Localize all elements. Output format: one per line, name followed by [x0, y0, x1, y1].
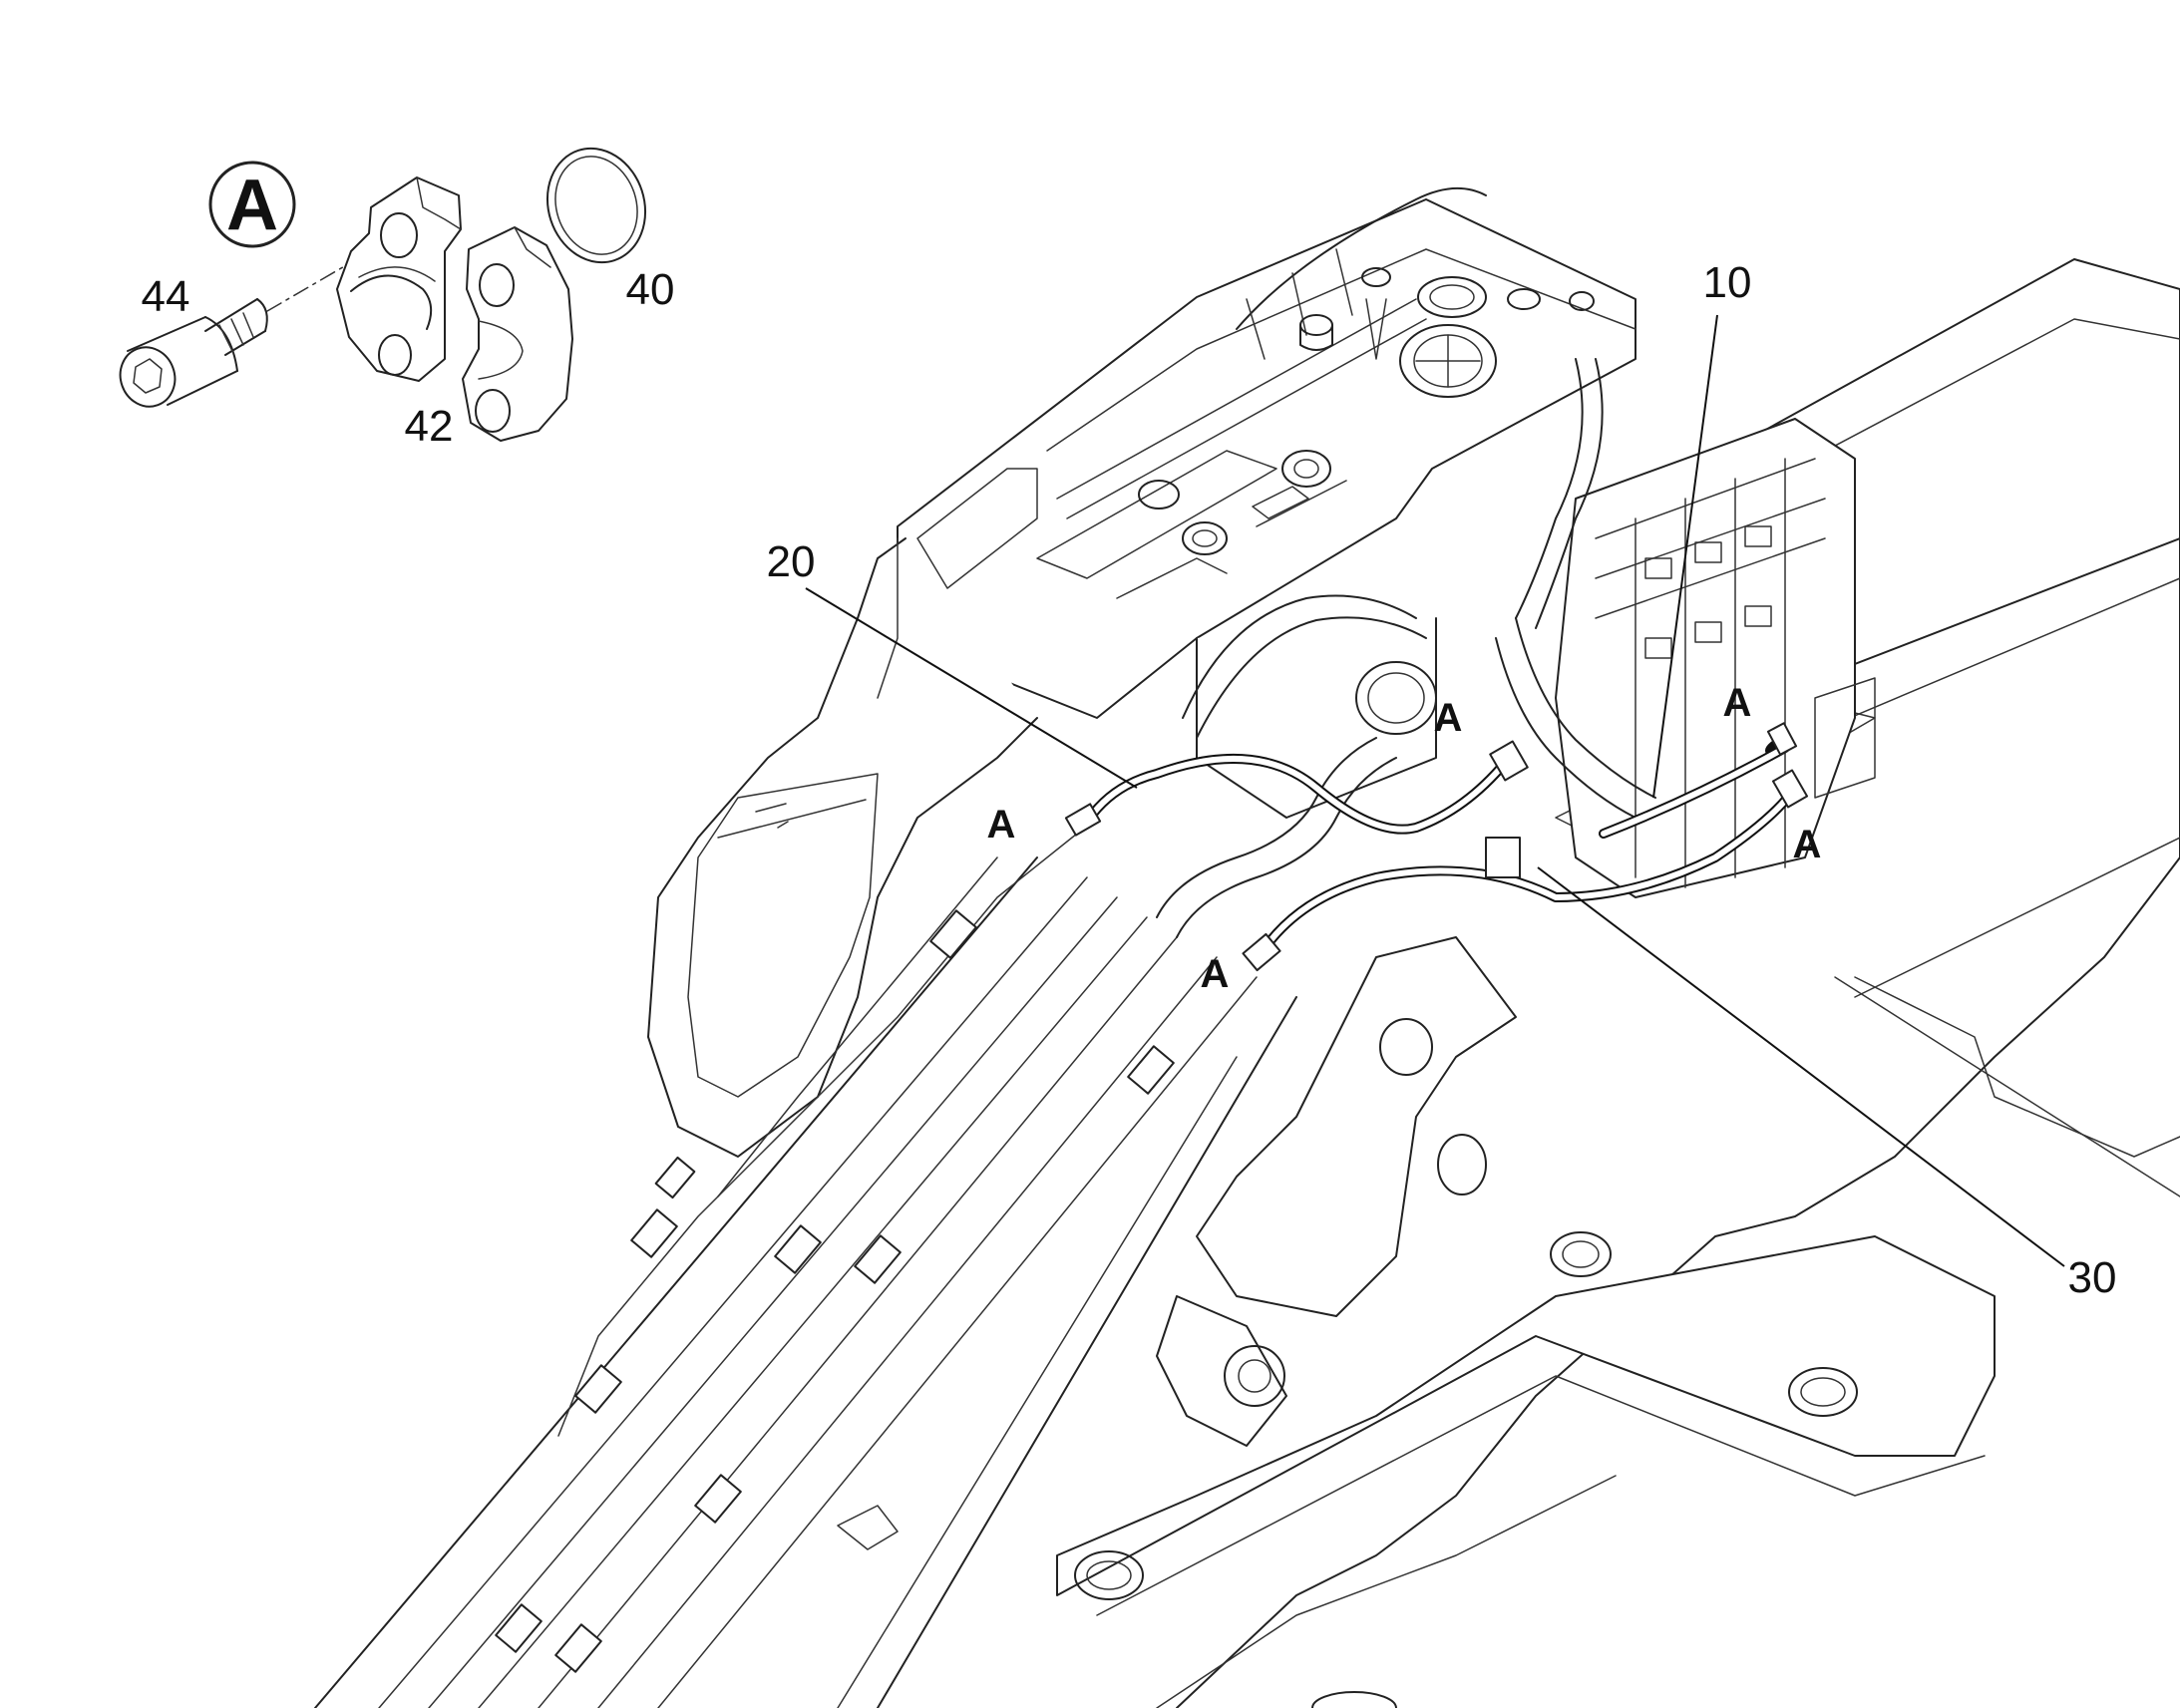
hose-20: [1064, 740, 1529, 837]
control-valve-block: [1555, 418, 1876, 898]
callout-44: 44: [142, 272, 190, 321]
callout-30: 30: [2068, 1253, 2117, 1302]
connection-marker-a-4: A: [1793, 823, 1822, 866]
boom-and-hose-bundle: [314, 817, 1297, 1708]
bolt-44-drawing: [119, 238, 392, 408]
engine-housing: [897, 186, 1636, 819]
detail-a-label: A: [226, 166, 278, 245]
tank-caps: [1138, 267, 1595, 555]
leader-20: [805, 587, 1138, 789]
detail-a-marker: A: [208, 161, 296, 248]
detail-a-group: A: [119, 147, 675, 451]
connection-marker-a-3: A: [1723, 681, 1752, 725]
flange-42-drawing: [336, 176, 573, 442]
callout-20: 20: [767, 537, 816, 586]
leader-30: [1537, 866, 2065, 1267]
cab-outline: [647, 537, 1038, 1158]
upper-frame: [1056, 258, 2180, 1708]
connection-marker-a-2: A: [1434, 696, 1463, 740]
callout-40: 40: [626, 265, 675, 314]
hose-10: [1599, 722, 1798, 839]
callout-42: 42: [405, 402, 454, 451]
excavator-upper-structure: A A A A A 10 20 30: [314, 186, 2180, 1708]
connection-marker-a-1: A: [987, 803, 1016, 847]
connection-marker-a-5: A: [1201, 952, 1230, 996]
leader-10: [1652, 314, 1718, 799]
return-pipes: [1156, 358, 1656, 938]
leader-lines: [805, 314, 2065, 1267]
o-ring-40-drawing: [545, 147, 647, 264]
hose-30: [1242, 769, 1809, 972]
callout-10: 10: [1703, 258, 1752, 307]
